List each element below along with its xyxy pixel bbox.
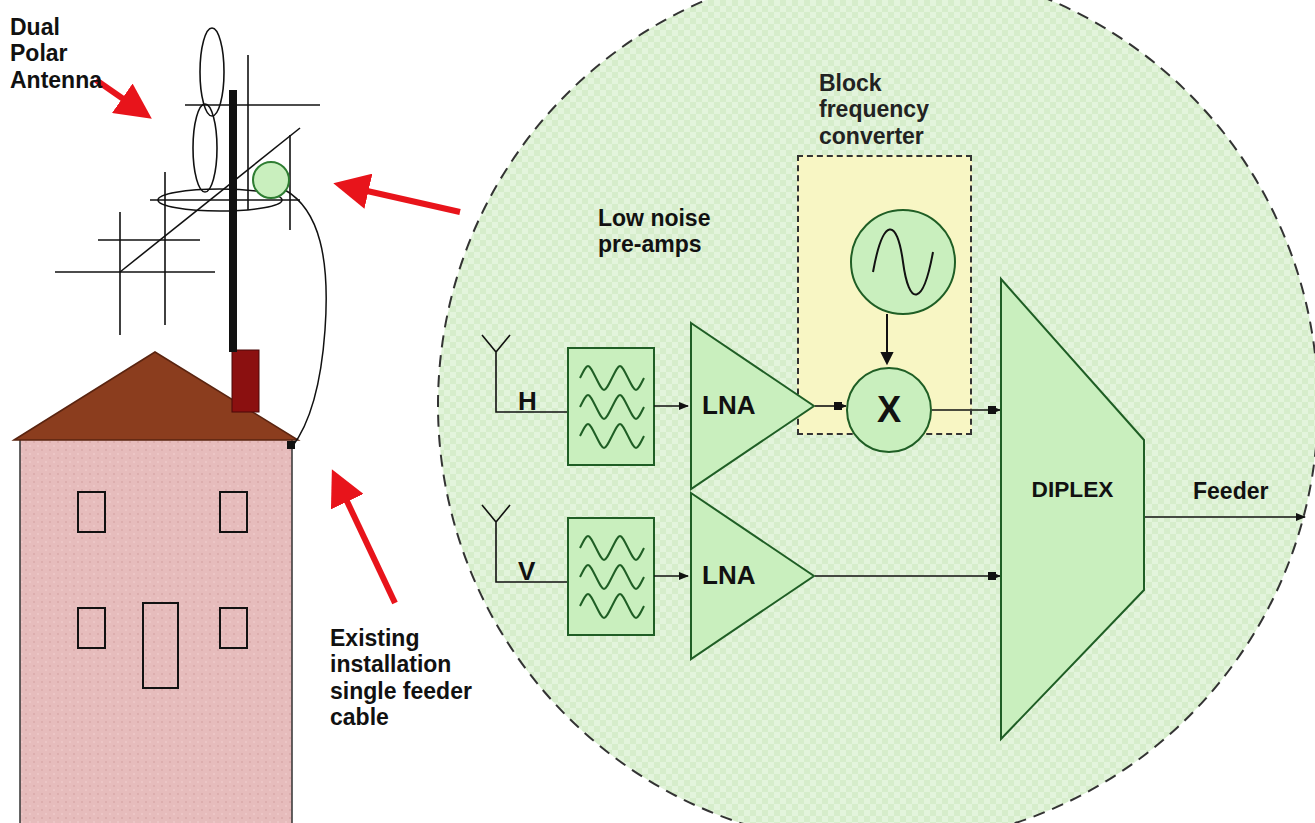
mast — [229, 90, 237, 352]
drawing-stroke — [78, 608, 105, 648]
diplexer-block: DIPLEX — [1000, 278, 1145, 740]
oscillator-symbol — [851, 210, 955, 314]
drawing-stroke — [345, 186, 460, 212]
block-label: DIPLEX — [1000, 476, 1145, 502]
drawing-stroke — [220, 608, 247, 648]
signal-connector — [815, 575, 1000, 577]
drawing-stroke — [247, 55, 249, 210]
drawing-stroke — [96, 80, 142, 112]
drawing-stroke — [78, 492, 105, 532]
head-amp — [253, 162, 289, 198]
sine-wave — [580, 424, 644, 448]
polarisation-label: H — [518, 387, 537, 417]
drawing-stroke — [580, 366, 644, 618]
drawing-stroke — [200, 28, 224, 116]
port-terminal — [834, 402, 842, 410]
mixer-circle: X — [846, 367, 932, 453]
chimney — [232, 350, 259, 412]
house-wall — [20, 437, 292, 823]
oscillator-wave — [873, 229, 933, 294]
windows — [78, 492, 247, 688]
drawing-stroke — [337, 480, 395, 603]
diplexer-block-outline — [1000, 278, 1145, 740]
port-terminal — [988, 572, 996, 580]
drawing-stroke — [568, 518, 654, 635]
drawing-stroke — [55, 271, 215, 273]
block-label: LNA — [702, 561, 755, 591]
drawing-stroke — [193, 104, 217, 192]
drawing-stroke — [847, 368, 931, 452]
drawing-stroke — [143, 603, 178, 688]
drawing-stroke — [119, 212, 121, 335]
sine-wave — [580, 366, 644, 390]
cable-entry — [287, 441, 295, 449]
block-label: X — [846, 367, 932, 453]
feeder-line — [1145, 516, 1305, 518]
converter-box: Block frequency converterX — [797, 155, 972, 435]
polarisation-label: V — [518, 557, 535, 587]
bandpass-filters — [568, 348, 654, 635]
drawing-stroke — [120, 128, 300, 272]
drawing-stroke — [220, 492, 247, 532]
drawing-stroke — [150, 199, 300, 201]
filter-to-lna — [654, 405, 688, 407]
dipole-symbols — [482, 335, 568, 582]
sine-wave — [580, 536, 644, 560]
filter-to-lna — [654, 575, 688, 577]
sine-wave — [580, 594, 644, 618]
block-label: LNA — [702, 391, 755, 421]
signal-label: Feeder — [1193, 478, 1268, 504]
drawing-stroke — [98, 239, 200, 241]
drawing-stroke — [568, 348, 654, 465]
callout-label: Dual Polar Antenna — [10, 14, 110, 93]
drawing-stroke — [691, 493, 814, 659]
detail-circle — [438, 0, 1315, 823]
amplifier-triangle: LNA — [690, 322, 815, 490]
feeder-cable — [285, 190, 326, 447]
block-heading: Block frequency converter — [819, 70, 949, 149]
lo-feed — [882, 314, 892, 363]
port-terminal — [988, 406, 996, 414]
sine-wave — [580, 395, 644, 419]
drawing-stroke — [691, 323, 814, 489]
pointer-arrows — [96, 80, 460, 603]
drawing-stroke — [1001, 279, 1144, 739]
sine-wave — [580, 565, 644, 589]
group-label: Low noise pre-amps — [598, 205, 733, 258]
amplifier-triangle: LNA — [690, 492, 815, 660]
callout-label: Existing installation single feeder cabl… — [330, 625, 495, 731]
